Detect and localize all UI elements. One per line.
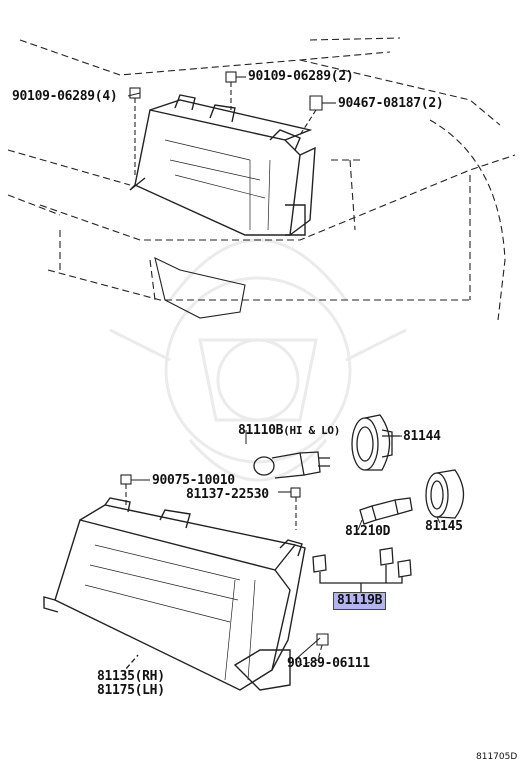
bulb-81210d (359, 497, 413, 530)
label-81119b-highlighted[interactable]: 81119B (333, 592, 387, 610)
label-81175-lh: 81175(LH) (97, 683, 165, 698)
label-90109-06289-2: 90109-06289(2) (248, 69, 354, 84)
label-81145: 81145 (425, 519, 463, 534)
label-81110b: 81110B(HI & LO) (238, 424, 340, 438)
watermark-emblem (109, 238, 407, 482)
label-81110b-note: (HI & LO) (283, 424, 341, 437)
label-81135-rh: 81135(RH) (97, 669, 165, 684)
label-90189-06111: 90189-06111 (287, 656, 370, 671)
bulb-81110b (253, 451, 330, 479)
diagram-code: 811705D (476, 752, 518, 762)
headlamp-lower (43, 497, 306, 691)
label-81210d: 81210D (345, 524, 391, 539)
label-81137-22530: 81137-22530 (186, 487, 269, 502)
label-90109-06289-4: 90109-06289(4) (12, 89, 118, 104)
label-90467-08187: 90467-08187(2) (338, 96, 444, 111)
socket-81145 (425, 469, 465, 519)
upper-fasteners (127, 71, 336, 175)
label-81144: 81144 (403, 429, 441, 444)
socket-81144 (351, 414, 400, 471)
vehicle-body (7, 37, 516, 321)
label-81110b-number: 81110B (238, 423, 284, 438)
leader-lines (245, 430, 441, 531)
grommets-81119b (312, 547, 412, 592)
label-90075-10010: 90075-10010 (152, 473, 235, 488)
lower-fasteners (120, 474, 329, 666)
headlamp-upper (129, 94, 316, 236)
